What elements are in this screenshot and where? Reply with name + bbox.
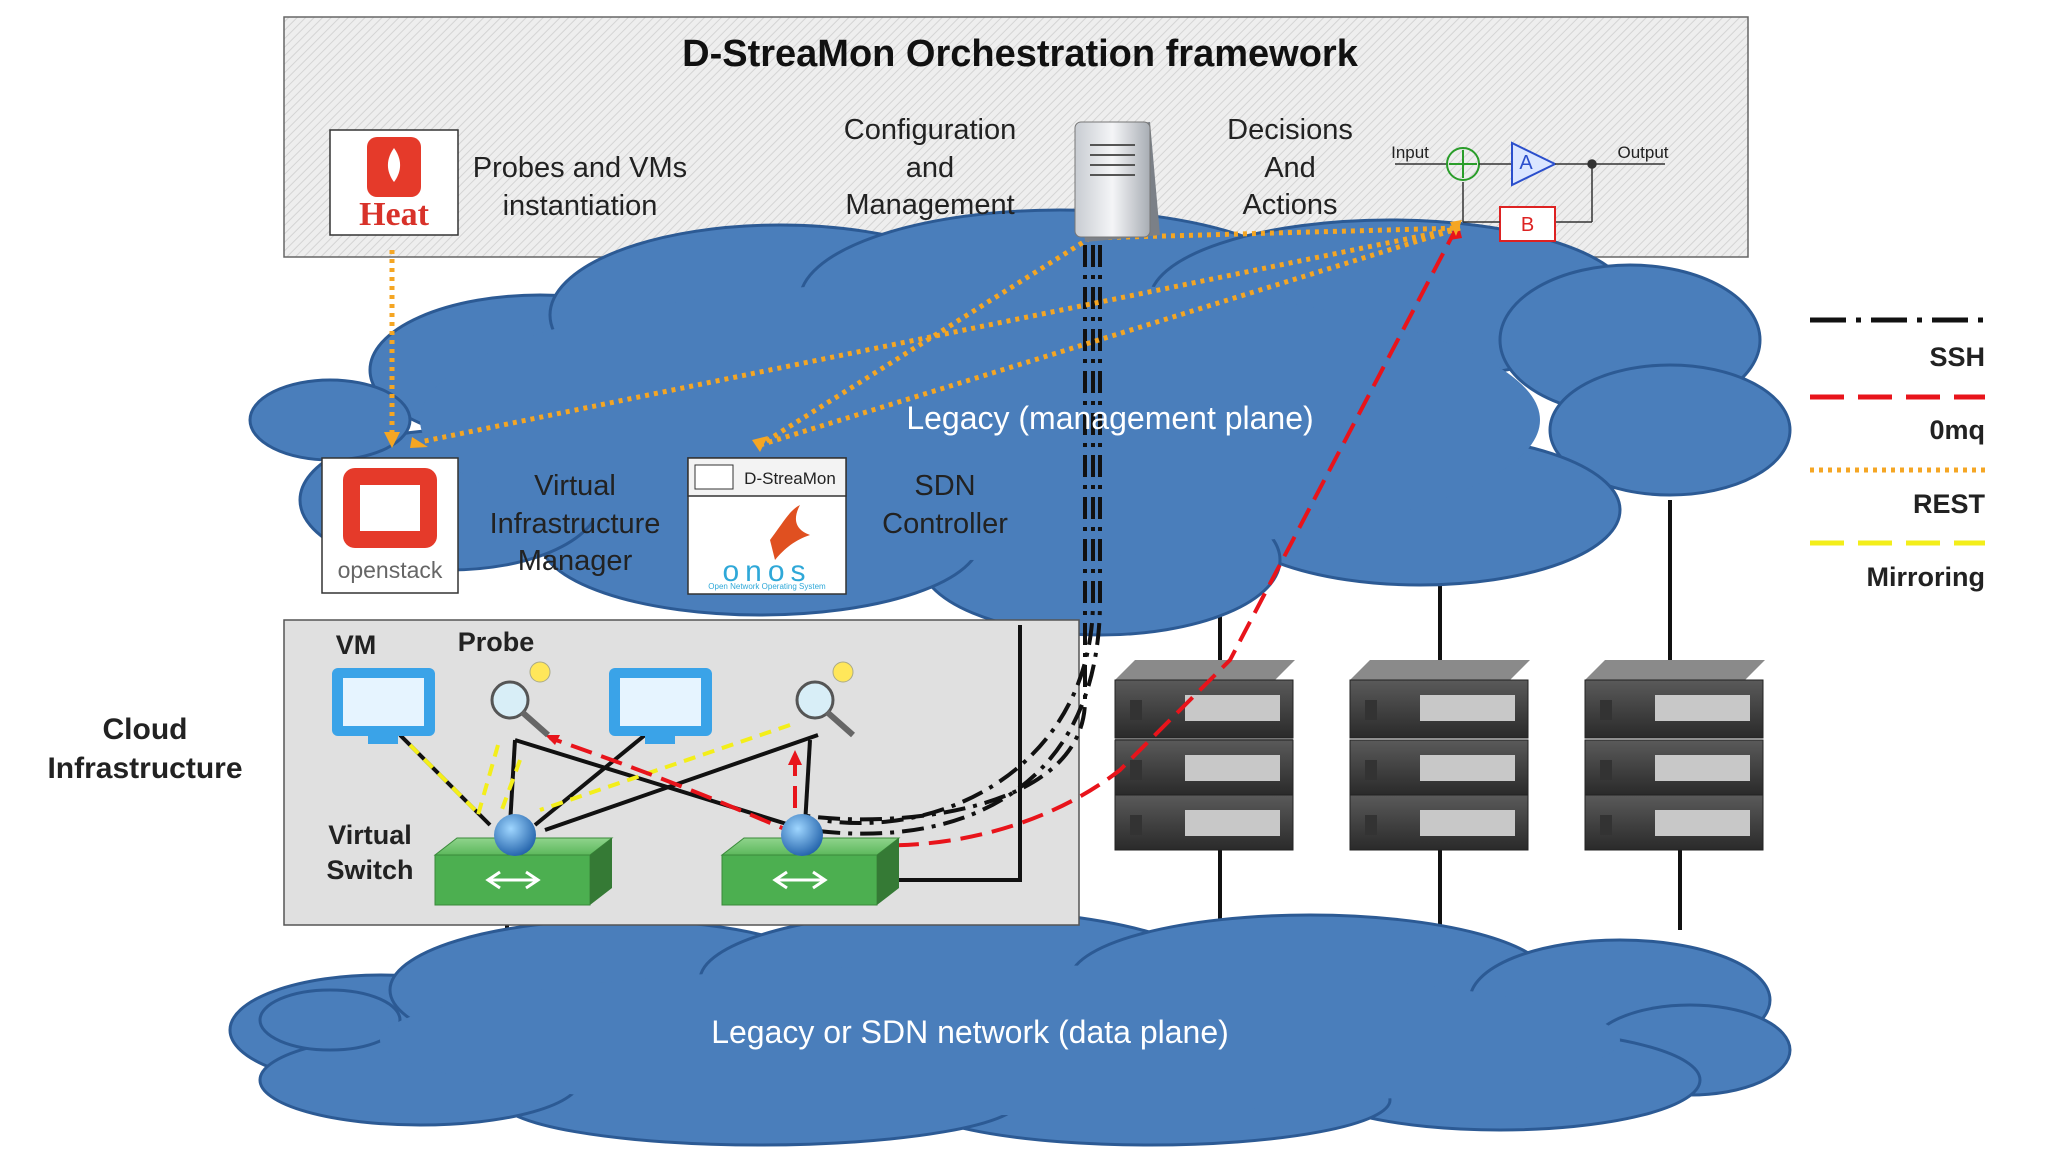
legend-label-ssh: SSH <box>1929 342 1985 372</box>
ssh-links <box>799 245 1102 836</box>
virtual-switch-1 <box>433 814 614 906</box>
onos-logo-text: onos <box>722 555 812 588</box>
probe-label: Probe <box>457 627 535 657</box>
probe-icon-2 <box>795 661 855 738</box>
server-racks <box>1114 660 1765 851</box>
server-icon <box>1074 121 1160 242</box>
management-cloud <box>248 208 1792 637</box>
block-amp-label: A <box>1519 152 1533 174</box>
dstreamon-app-label: D-StreaMon <box>744 469 836 488</box>
legend-label-rest: REST <box>1912 489 1985 519</box>
server-rack-1 <box>1114 660 1295 851</box>
vm-label: VM <box>335 630 377 660</box>
framework-title: D-StreaMon Orchestration framework <box>682 33 1358 75</box>
probe-icon-1 <box>490 661 551 738</box>
control-block-diagram <box>1395 141 1665 242</box>
block-output-label: Output <box>1617 143 1669 162</box>
server-rack-3 <box>1584 660 1765 851</box>
data-cloud <box>228 908 1792 1147</box>
onos-controller <box>687 457 847 595</box>
onos-tagline: Open Network Operating System <box>708 582 826 591</box>
management-cloud-label: Legacy (management plane) <box>906 400 1314 436</box>
heat-logo-text: Heat <box>359 196 429 233</box>
mirroring-links <box>408 723 791 817</box>
vm-monitor-2 <box>609 668 712 744</box>
openstack-logo <box>321 457 459 594</box>
vm-monitor-1 <box>332 668 435 744</box>
legend-lines <box>1810 317 1985 546</box>
openstack-logo-text: openstack <box>337 557 443 583</box>
rest-arrowheads <box>384 220 1462 452</box>
block-feedback-label: B <box>1520 214 1535 236</box>
legend-label-zeromq: 0mq <box>1929 415 1985 445</box>
server-rack-2 <box>1349 660 1530 851</box>
legend-label-mirroring: Mirroring <box>1866 562 1986 592</box>
data-cloud-label: Legacy or SDN network (data plane) <box>711 1014 1229 1050</box>
virtual-switch-2 <box>720 814 901 906</box>
heat-logo <box>329 129 459 236</box>
block-input-label: Input <box>1391 143 1429 162</box>
rest-links <box>389 225 1461 448</box>
